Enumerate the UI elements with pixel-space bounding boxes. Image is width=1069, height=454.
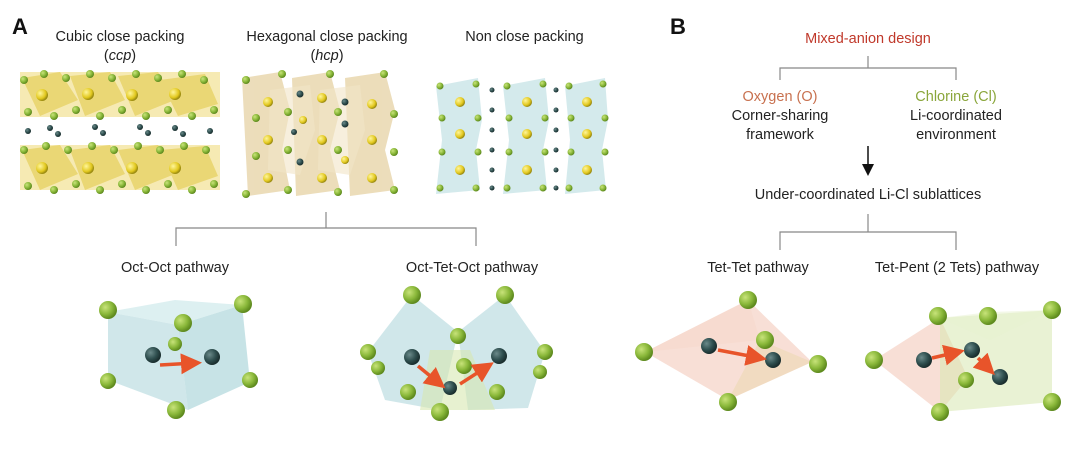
ncp-lattice-image (436, 78, 609, 194)
oct-tet-oct-label: Oct-Tet-Oct pathway (405, 260, 539, 276)
ccp-abbr: ccp (108, 48, 132, 64)
oct-oct-structure (99, 295, 258, 419)
tet-tet-label: Tet-Tet pathway (707, 260, 809, 276)
tet-pent-label: Tet-Pent (2 Tets) pathway (874, 260, 1040, 276)
hcp-abbr: hcp (315, 48, 339, 64)
ccp-lattice-image (20, 70, 220, 194)
chlorine-block: Chlorine (Cl) Li-coordinated environment (886, 88, 1026, 145)
oct-oct-label: Oct-Oct pathway (121, 260, 229, 276)
chlorine-title: Chlorine (Cl) (915, 89, 997, 105)
hcp-name: Hexagonal close packing (246, 29, 408, 45)
panel-b-letter: B (670, 14, 686, 39)
tet-pent-structure (865, 301, 1061, 421)
oxygen-desc-line1: Corner-sharing (731, 108, 829, 124)
ncp-label: Non close packing (465, 29, 584, 45)
hcp-label: Hexagonal close packing (hcp) (222, 28, 432, 66)
oxygen-block: Oxygen (O) Corner-sharing framework (710, 88, 850, 145)
panel-a-bracket (175, 212, 477, 246)
panel-b-pathway-bracket (779, 214, 957, 250)
oct-tet-oct-structure (360, 286, 553, 421)
tet-tet-structure (635, 291, 827, 411)
ccp-label: Cubic close packing (ccp) (20, 28, 220, 66)
under-coordinated-label: Under-coordinated Li-Cl sublattices (754, 187, 982, 203)
chlorine-desc-line2: environment (916, 127, 996, 143)
panel-b-design-bracket (779, 56, 957, 80)
chlorine-desc-line1: Li-coordinated (910, 108, 1002, 124)
mixed-anion-design-label: Mixed-anion design (805, 31, 931, 47)
oxygen-title: Oxygen (O) (742, 89, 818, 105)
ccp-name: Cubic close packing (55, 29, 185, 45)
oxygen-desc-line2: framework (746, 127, 814, 143)
hcp-lattice-image (242, 70, 398, 198)
panel-a-letter: A (12, 14, 28, 39)
